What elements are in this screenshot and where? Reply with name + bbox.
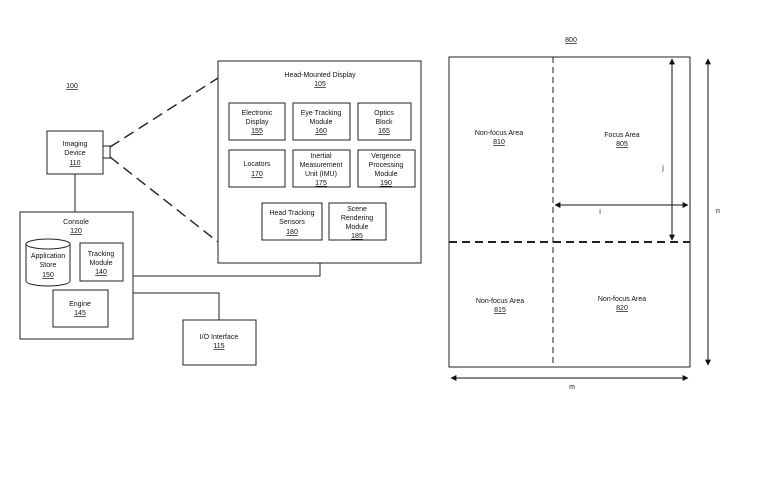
- svg-text:Head-Mounted Display: Head-Mounted Display: [284, 72, 356, 79]
- svg-text:Non-focus Area: Non-focus Area: [598, 296, 646, 303]
- svg-text:Imaging: Imaging: [63, 141, 88, 148]
- svg-text:155: 155: [251, 128, 263, 135]
- svg-text:Store: Store: [40, 262, 57, 269]
- svg-text:Processing: Processing: [369, 162, 404, 169]
- dimension-n-label: n: [716, 208, 720, 215]
- imu-block: Inertial Measurement Unit (IMU) 175: [292, 149, 351, 188]
- area-820: Non-focus Area 820: [598, 296, 646, 312]
- svg-text:805: 805: [616, 141, 628, 148]
- svg-text:105: 105: [314, 81, 326, 88]
- svg-text:Module: Module: [90, 260, 113, 267]
- area-810: Non-focus Area 810: [475, 130, 523, 146]
- svg-text:160: 160: [315, 128, 327, 135]
- optics-block-block: Optics Block 165: [357, 102, 412, 141]
- head-tracking-sensors-block: Head Tracking Sensors 180: [261, 202, 323, 241]
- svg-text:Head Tracking: Head Tracking: [269, 210, 314, 217]
- connector-console-io: [133, 292, 220, 320]
- dimension-i-label: i: [599, 209, 601, 216]
- svg-text:Display: Display: [246, 119, 269, 126]
- svg-text:810: 810: [493, 139, 505, 146]
- svg-text:Inertial: Inertial: [310, 153, 331, 160]
- connector-console-hmd: [133, 263, 321, 277]
- svg-text:120: 120: [70, 228, 82, 235]
- locators-block: Locators 170: [228, 149, 286, 188]
- application-store-cylinder: Application Store 150: [25, 238, 71, 287]
- svg-text:Block: Block: [375, 119, 393, 126]
- io-interface-block: I/O Interface 115: [182, 319, 257, 366]
- view-line-top: [109, 77, 219, 148]
- imaging-device-block: Imaging Device 110: [46, 130, 111, 175]
- svg-text:115: 115: [213, 343, 224, 350]
- svg-text:190: 190: [380, 180, 392, 187]
- svg-text:Module: Module: [375, 171, 398, 178]
- view-line-bottom: [109, 156, 219, 243]
- svg-text:Module: Module: [346, 224, 369, 231]
- svg-text:I/O Interface: I/O Interface: [200, 334, 239, 341]
- area-805: Focus Area 805: [604, 132, 640, 148]
- dimension-j-label: j: [661, 165, 664, 172]
- svg-text:Device: Device: [64, 150, 86, 157]
- svg-text:Tracking: Tracking: [88, 251, 115, 258]
- dimension-m-label: m: [569, 384, 575, 391]
- svg-text:165: 165: [378, 128, 390, 135]
- svg-text:180: 180: [286, 229, 298, 236]
- svg-text:Application: Application: [31, 253, 65, 260]
- svg-text:140: 140: [95, 269, 107, 276]
- area-815: Non-focus Area 815: [476, 298, 524, 314]
- tracking-module-block: Tracking Module 140: [79, 242, 124, 282]
- svg-text:Measurement: Measurement: [300, 162, 343, 169]
- svg-text:Focus Area: Focus Area: [604, 132, 640, 139]
- svg-text:Non-focus Area: Non-focus Area: [476, 298, 524, 305]
- svg-text:Eye Tracking: Eye Tracking: [301, 110, 342, 117]
- svg-text:110: 110: [69, 160, 80, 167]
- scene-rendering-module-block: Scene Rendering Module 185: [328, 202, 387, 241]
- svg-text:170: 170: [251, 171, 263, 178]
- svg-text:Module: Module: [310, 119, 333, 126]
- svg-text:145: 145: [74, 310, 86, 317]
- svg-text:Rendering: Rendering: [341, 215, 373, 222]
- svg-text:Console: Console: [63, 219, 89, 226]
- engine-block: Engine 145: [52, 289, 109, 328]
- svg-text:Locators: Locators: [244, 161, 271, 168]
- svg-text:185: 185: [351, 233, 363, 240]
- svg-text:Unit (IMU): Unit (IMU): [305, 171, 337, 178]
- svg-text:820: 820: [616, 305, 628, 312]
- svg-text:815: 815: [494, 307, 506, 314]
- svg-text:175: 175: [315, 180, 327, 187]
- svg-text:Optics: Optics: [374, 110, 394, 117]
- svg-text:Sensors: Sensors: [279, 219, 305, 226]
- electronic-display-block: Electronic Display 155: [228, 102, 286, 141]
- display-frame: [448, 56, 691, 368]
- svg-text:Engine: Engine: [69, 301, 91, 308]
- figure-100-ref: 100: [66, 83, 78, 90]
- svg-text:150: 150: [42, 272, 54, 279]
- svg-text:Non-focus Area: Non-focus Area: [475, 130, 523, 137]
- figure-800-ref: 800: [565, 37, 577, 44]
- eye-tracking-module-block: Eye Tracking Module 160: [292, 102, 351, 141]
- svg-text:Electronic: Electronic: [242, 110, 273, 117]
- svg-text:Scene: Scene: [347, 206, 367, 213]
- vergence-processing-module-block: Vergence Processing Module 190: [357, 149, 416, 188]
- svg-text:Vergence: Vergence: [371, 153, 401, 160]
